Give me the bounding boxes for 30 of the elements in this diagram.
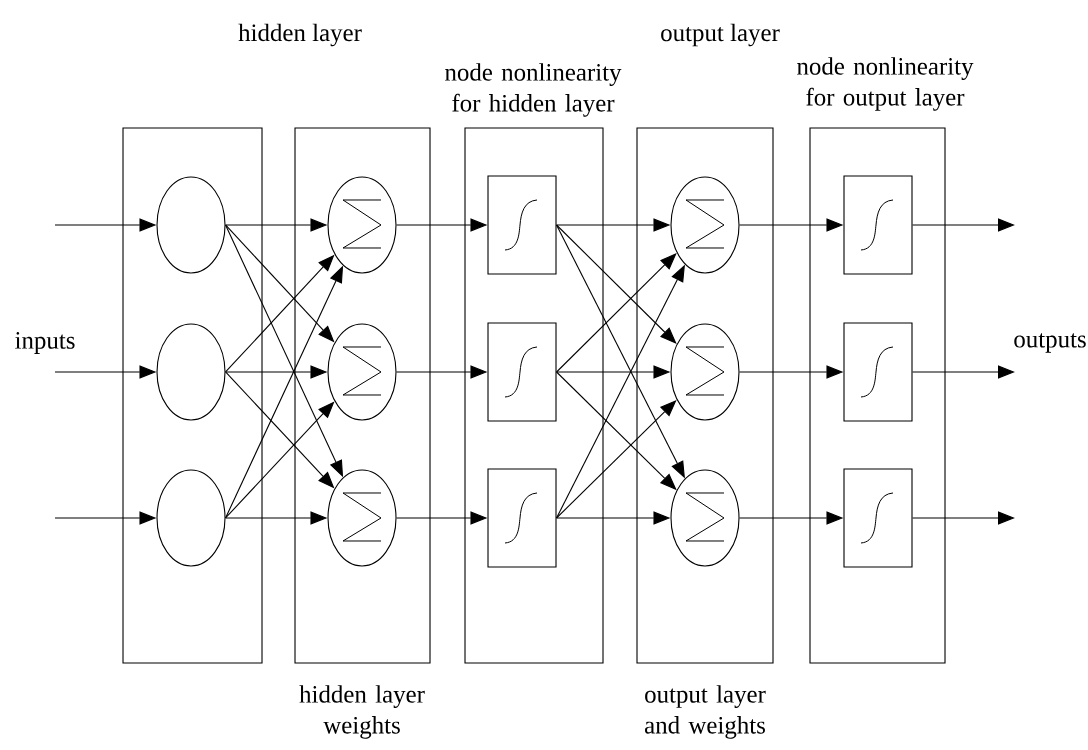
nonlinearity-box (487, 322, 557, 422)
arrow (556, 253, 677, 373)
nonlinearity-box (487, 468, 557, 568)
input-node (156, 323, 226, 421)
summing-node (327, 323, 397, 421)
input-node (156, 176, 226, 274)
layer-panel (294, 127, 431, 664)
nonlinearity-box (843, 322, 913, 422)
nonlinearity-box (843, 468, 913, 568)
layer-panel (636, 127, 774, 664)
layer-label: hidden layer (238, 23, 362, 47)
summing-node (327, 176, 397, 274)
summing-node (670, 323, 740, 421)
layer-label: inputs (15, 332, 75, 354)
summing-node (670, 176, 740, 274)
layer-label: output layer and weights (645, 685, 766, 739)
layer-label: outputs (1014, 333, 1086, 353)
layer-label: output layer (661, 23, 780, 47)
summing-node (670, 469, 740, 567)
layer-label: hidden layer weights (299, 685, 425, 739)
layer-panel (809, 127, 946, 664)
nonlinearity-box (487, 175, 557, 275)
layer-panel (122, 127, 263, 664)
input-node (156, 469, 226, 567)
layer-label: node nonlinearity for output layer (797, 57, 974, 111)
layer-label: node nonlinearity for hidden layer (445, 63, 622, 117)
nonlinearity-box (843, 175, 913, 275)
arrow (556, 224, 677, 344)
layer-panel (464, 127, 604, 664)
summing-node (327, 469, 397, 567)
